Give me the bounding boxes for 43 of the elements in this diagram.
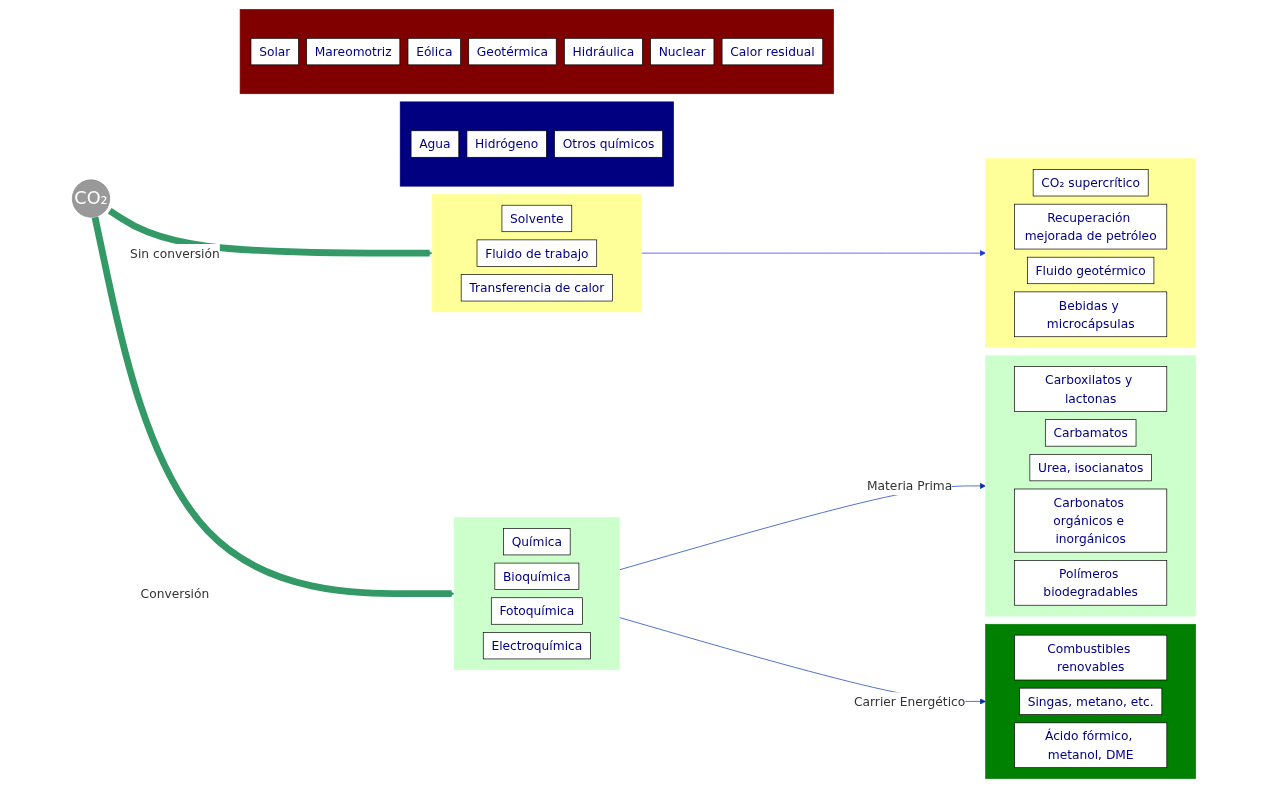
arrow bbox=[107, 207, 433, 256]
node-box: Bebidas y microcápsulas bbox=[1013, 291, 1167, 337]
cluster bbox=[984, 623, 1196, 779]
node-box: Carbonatos orgánicos e inorgánicos bbox=[1013, 488, 1167, 553]
node-box: Fluido geotérmico bbox=[1026, 256, 1154, 284]
node-box: Electroquímica bbox=[482, 631, 591, 659]
node-box: Hidráulica bbox=[563, 37, 643, 65]
node-box: Calor residual bbox=[721, 37, 823, 65]
node-box: Transferencia de calor bbox=[460, 273, 613, 301]
node-box: Solar bbox=[250, 37, 299, 65]
cluster bbox=[399, 101, 674, 186]
edge-label: Carrier Energético bbox=[853, 693, 965, 709]
node-box: Combustibles renovables bbox=[1013, 634, 1167, 680]
node-box: Eólica bbox=[407, 37, 461, 65]
node-box: Polímeros biodegradables bbox=[1013, 559, 1167, 606]
node-box: Singas, metano, etc. bbox=[1018, 687, 1162, 715]
node-box: Fotoquímica bbox=[490, 596, 583, 625]
edge-label: Materia Prima bbox=[866, 478, 952, 493]
node-box: Urea, isocianatos bbox=[1029, 453, 1152, 481]
node-box: Mareomotriz bbox=[305, 37, 400, 65]
edge-label: Sin conversión bbox=[129, 245, 220, 260]
edge-label: Conversión bbox=[140, 586, 209, 601]
node-box: Hidrógeno bbox=[466, 129, 547, 158]
cluster bbox=[984, 354, 1196, 616]
arrow bbox=[91, 216, 455, 597]
node-box: Geotérmica bbox=[467, 37, 557, 65]
cluster bbox=[431, 193, 642, 312]
node-box: Bioquímica bbox=[494, 562, 579, 590]
node-box: Carboxilatos y lactonas bbox=[1013, 365, 1167, 412]
node-box: CO₂ supercrítico bbox=[1032, 168, 1148, 196]
node-box: Nuclear bbox=[649, 37, 714, 65]
node-box: Carbamatos bbox=[1044, 418, 1136, 446]
node-box: Química bbox=[502, 527, 570, 555]
node-box: Solvente bbox=[501, 204, 572, 232]
node-box: Fluido de trabajo bbox=[476, 239, 597, 267]
cluster bbox=[984, 157, 1196, 348]
cluster bbox=[239, 8, 834, 94]
node-box: Recuperación mejorada de petróleo bbox=[1013, 203, 1167, 249]
node-box: Agua bbox=[410, 129, 459, 158]
node-box: Ácido fórmico, metanol, DME bbox=[1013, 722, 1167, 768]
node-circle: CO₂ bbox=[71, 179, 110, 218]
node-box: Otros químicos bbox=[553, 129, 663, 158]
cluster bbox=[453, 516, 620, 670]
